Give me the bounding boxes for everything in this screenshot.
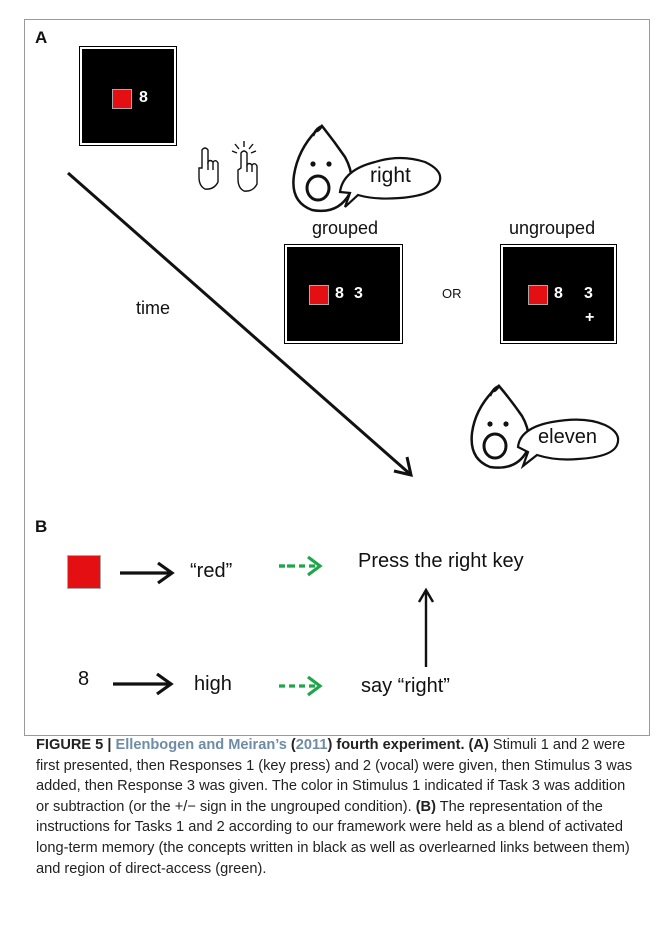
ungrouped-label: ungrouped: [509, 218, 596, 238]
caption-b-marker: (B): [415, 798, 436, 815]
grouped-screen: 8 3: [285, 245, 402, 343]
caption-head-suffix: ) fourth experiment. (A): [327, 737, 489, 753]
time-label: time: [136, 298, 171, 318]
time-arrow-head: [393, 456, 413, 478]
caption-body-2: The representation of the instructions f…: [36, 798, 630, 877]
caption-ref-names[interactable]: Ellenbogen and Meiran’s: [115, 737, 287, 753]
word-high: high: [194, 673, 232, 695]
digit-8: 8: [78, 668, 90, 690]
grouped-label: grouped: [312, 218, 379, 238]
red-square-b: [67, 555, 101, 589]
press-key-text: Press the right key: [358, 550, 524, 572]
ungrouped-digit-1: 8: [554, 285, 563, 302]
grouped-digit-2: 3: [354, 285, 363, 302]
or-label: OR: [442, 286, 462, 301]
speech-bubble-2: [516, 418, 620, 470]
caption-body-1: Stimuli 1 and 2 were first presented, th…: [36, 737, 633, 815]
speech-text-right: right: [370, 164, 411, 187]
green-dashed-arrow-2: [279, 675, 323, 697]
figure-caption: FIGURE 5 | Ellenbogen and Meiran’s (2011…: [36, 735, 636, 879]
arrow-red-to-word: [120, 561, 175, 585]
figure-frame: [24, 19, 650, 736]
caption-ref-open: (: [286, 737, 296, 753]
stimulus-digit: 8: [139, 89, 148, 106]
red-square: [112, 89, 132, 109]
caption-ref-year[interactable]: 2011: [295, 737, 328, 753]
ungrouped-screen: 8 3 +: [501, 245, 616, 343]
speech-bubble: [338, 156, 442, 208]
speaking-head-icon: [292, 123, 353, 213]
speech-text-eleven: eleven: [538, 426, 597, 448]
red-square: [309, 285, 329, 305]
ungrouped-digit-2: 3: [584, 285, 593, 302]
red-square: [528, 285, 548, 305]
speaking-head-icon-2: [470, 383, 530, 469]
arrow-8-to-high: [113, 672, 174, 696]
panel-a-label: A: [35, 28, 48, 47]
vertical-arrow-up: [417, 587, 435, 667]
plus-sign: +: [585, 309, 595, 326]
hand-icon: [198, 147, 219, 190]
word-red: “red”: [190, 560, 233, 582]
time-arrow: [67, 171, 411, 476]
say-right-text: say “right”: [361, 675, 450, 697]
hand-pressing-icon: [231, 141, 258, 192]
stimulus-screen-1: 8: [80, 47, 176, 145]
grouped-digit-1: 8: [335, 285, 344, 302]
caption-head-prefix: FIGURE 5 |: [36, 737, 116, 753]
green-dashed-arrow-1: [279, 555, 323, 577]
panel-b-label: B: [35, 517, 48, 536]
